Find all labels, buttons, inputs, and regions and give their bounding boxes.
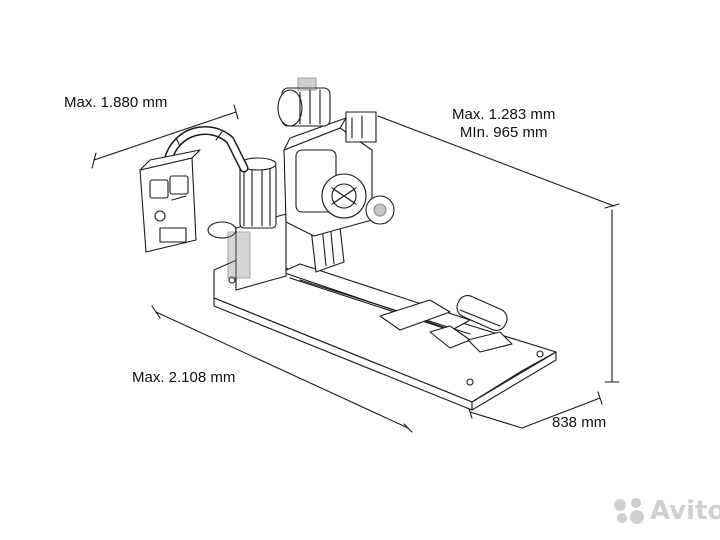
dimension-height-min: MIn. 965 mm <box>459 124 548 141</box>
dimension-height-max: Max. 1.283 mm <box>452 106 556 123</box>
dimension-depth-label: 838 mm <box>552 414 607 431</box>
hose <box>163 126 249 173</box>
motor-unit <box>207 157 287 291</box>
top-motor <box>277 77 331 127</box>
avito-logo-icon <box>614 498 644 524</box>
control-box <box>139 149 201 253</box>
cutting-head <box>283 111 395 237</box>
avito-watermark: Avito <box>612 496 720 526</box>
base-plate <box>213 255 557 411</box>
dimension-lines <box>91 104 620 433</box>
dimension-length-label: Max. 2.108 mm <box>132 369 236 386</box>
watermark-text: Avito <box>650 496 720 526</box>
dimension-width-label: Max. 1.880 mm <box>64 94 168 111</box>
guide-rail <box>281 263 513 353</box>
dimension-height-label: Max. 1.283 mm MIn. 965 mm <box>452 106 555 142</box>
